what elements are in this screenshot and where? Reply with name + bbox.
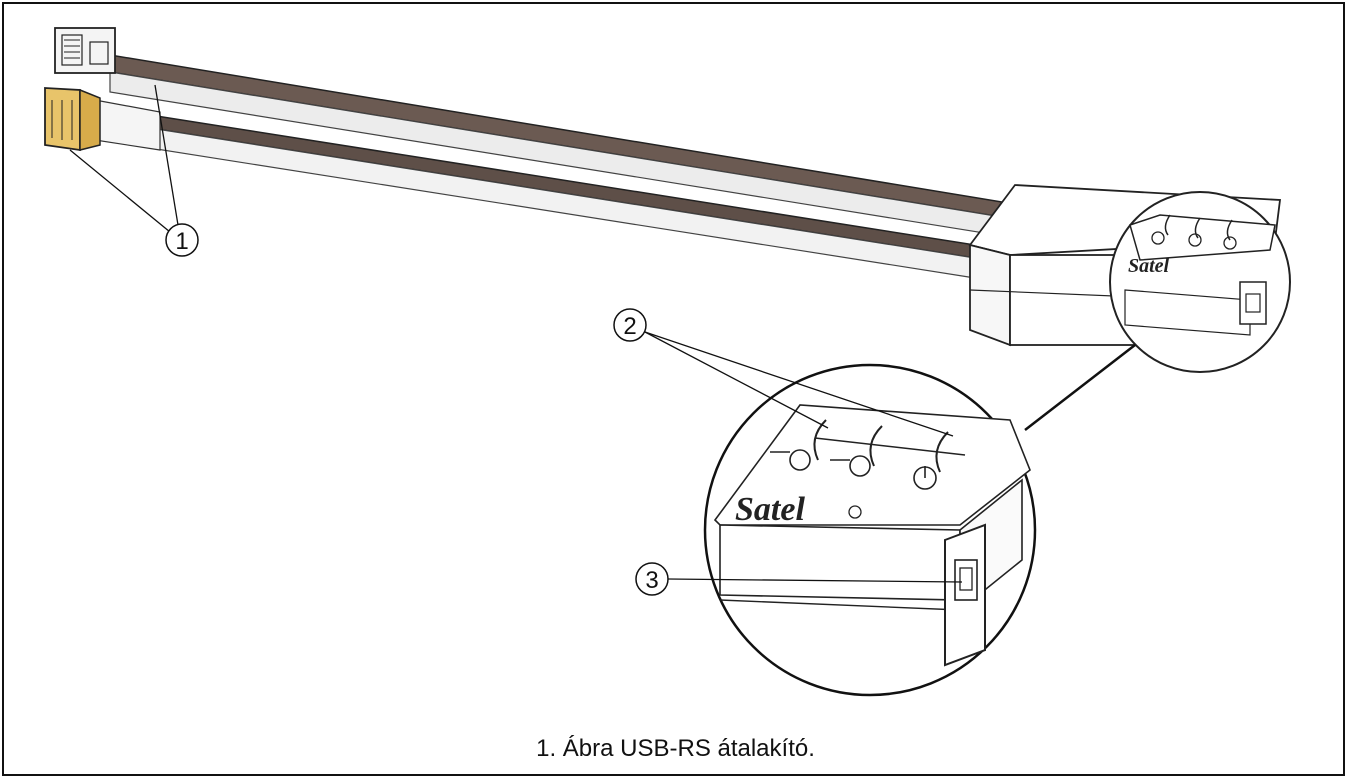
- usb-b-port-icon: [944, 523, 986, 667]
- callout-3-number: 3: [645, 567, 658, 594]
- callout-1: 1: [69, 84, 199, 257]
- callout-2-number: 2: [623, 313, 636, 340]
- led-icon-rx: [830, 455, 871, 477]
- large-detail-circle: Satel: [703, 363, 1037, 697]
- magnifier-link-line: [1024, 344, 1136, 431]
- figure-caption: 1. Ábra USB-RS átalakító.: [536, 735, 815, 762]
- power-icon: [913, 466, 937, 490]
- brand-logo-small: Satel: [1128, 255, 1170, 277]
- callout-2: 2: [613, 308, 954, 437]
- lower-cable: [94, 99, 976, 279]
- connector-bottom: [44, 87, 101, 152]
- small-detail-circle: Satel: [1109, 191, 1291, 373]
- connector-top: [54, 27, 116, 74]
- brand-logo-large: Satel: [735, 491, 805, 528]
- callout-1-number: 1: [175, 228, 188, 255]
- led-icon-tx: [770, 449, 811, 471]
- callout-3: 3: [635, 562, 963, 596]
